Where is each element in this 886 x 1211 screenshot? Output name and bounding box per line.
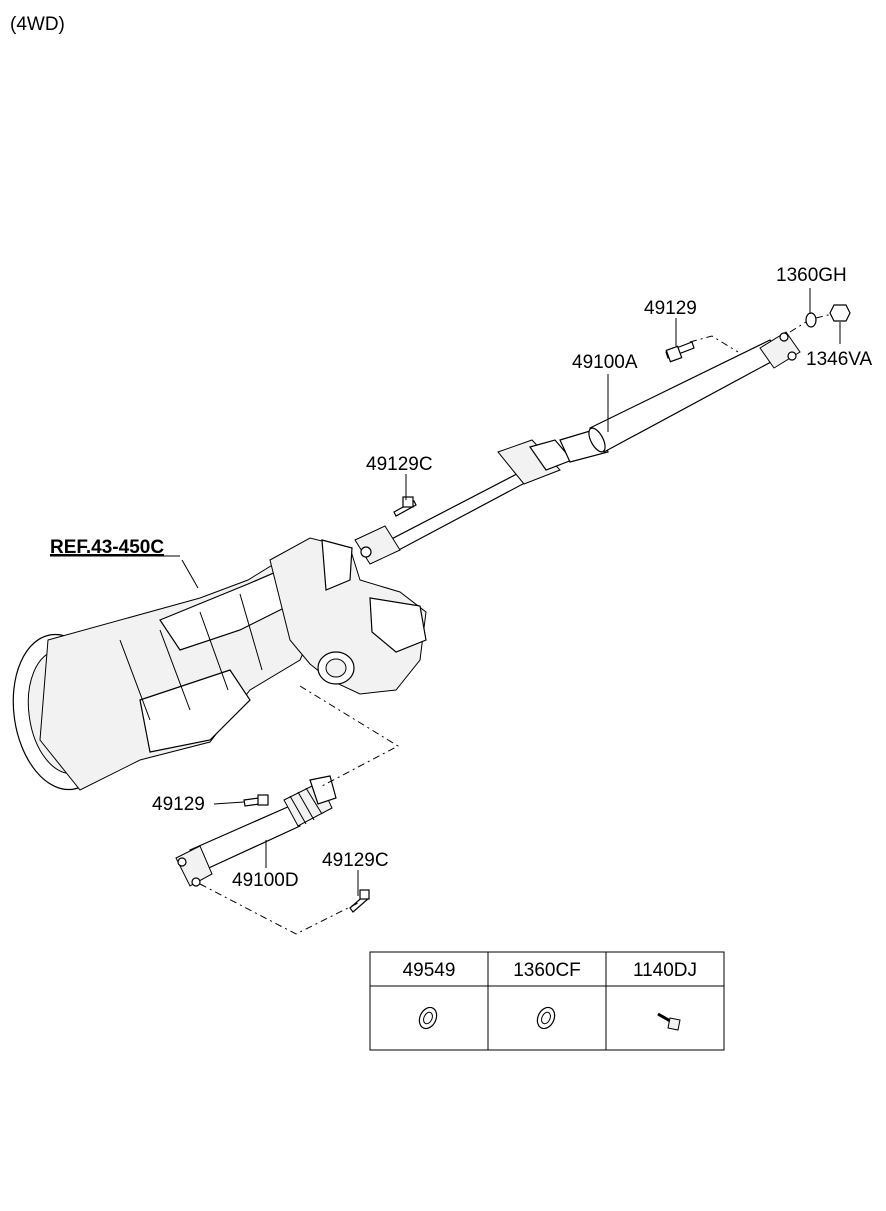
- gasket-49549-icon: [418, 1006, 438, 1030]
- bolt-49129c-bottom: [349, 889, 370, 913]
- table-header-1140dj: 1140DJ: [633, 960, 697, 981]
- washer-1360gh: [805, 312, 817, 328]
- bolt-49129-bottom: [243, 794, 269, 807]
- callout-49100d: 49100D: [232, 870, 299, 891]
- front-propeller-shaft: [175, 775, 337, 887]
- callout-49129c-bottom: 49129C: [322, 850, 389, 871]
- callout-49100a: 49100A: [572, 352, 638, 373]
- table-header-1360cf: 1360CF: [513, 960, 581, 981]
- transmission-assembly: [12, 537, 427, 791]
- bolt-1140dj-icon: [657, 1012, 681, 1031]
- callout-1346va: 1346VA: [806, 349, 873, 370]
- bolt-49129-top: [665, 341, 695, 363]
- table-header-49549: 49549: [403, 960, 456, 981]
- ref-label: REF.43-450C: [50, 537, 164, 558]
- callout-49129c-top: 49129C: [366, 454, 433, 475]
- connection-lines: [199, 313, 833, 935]
- bolt-49129c-top: [393, 496, 417, 517]
- nut-1346va: [829, 304, 851, 322]
- callout-1360gh: 1360GH: [776, 265, 847, 286]
- parts-table: 49549 1360CF 1140DJ: [369, 951, 725, 1051]
- callout-49129-top: 49129: [644, 298, 697, 319]
- rear-propeller-shaft: [354, 331, 801, 565]
- washer-1360cf-icon: [536, 1006, 556, 1030]
- variant-label: (4WD): [10, 14, 65, 35]
- leader-lines: [181, 288, 841, 896]
- callout-49129-bottom: 49129: [152, 794, 205, 815]
